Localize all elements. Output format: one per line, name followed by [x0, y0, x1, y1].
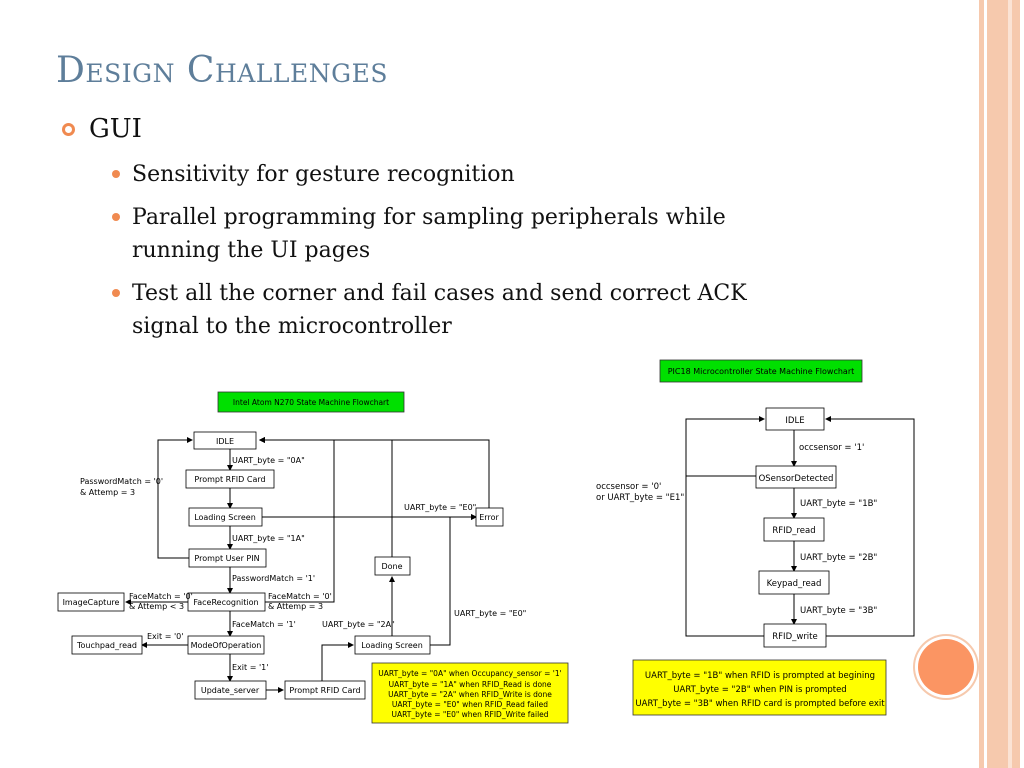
pic18-note-line: UART_byte = "1B" when RFID is prompted a…	[645, 671, 875, 681]
intel-node-error	[475, 507, 504, 527]
dot-bullet-icon	[112, 213, 120, 221]
pic18-node-idle-label: IDLE	[785, 416, 804, 426]
sub-bullet-text: Parallel programming for sampling periph…	[132, 205, 726, 263]
sub-bullet-item: Test all the corner and fail cases and s…	[112, 277, 912, 343]
intel-node-prompt-pin-label: Prompt User PIN	[194, 554, 259, 563]
intel-label-exit-1: Exit = '1'	[232, 663, 268, 672]
pic18-node-rfid-write-label: RFID_write	[772, 632, 817, 642]
pic18-node-idle	[765, 407, 825, 431]
intel-node-loading-screen	[188, 507, 263, 527]
slide-title: Design Challenges	[56, 50, 388, 91]
intel-node-prompt-rfid	[185, 469, 275, 489]
sub-bullet-item: Sensitivity for gesture recognition	[112, 158, 912, 191]
dot-bullet-icon	[112, 170, 120, 178]
intel-node-touchpad-read-label: Touchpad_read	[76, 641, 137, 650]
intel-node-loading-screen-2	[354, 635, 431, 655]
pic18-node-rfid-read	[763, 517, 825, 542]
intel-node-done-label: Done	[381, 562, 402, 571]
intel-label-uart-1a: UART_byte = "1A"	[232, 534, 305, 543]
intel-node-prompt-pin	[188, 548, 267, 568]
pic18-label-occ-1: occsensor = '1'	[799, 443, 864, 453]
pic18-label-uart-3b: UART_byte = "3B"	[800, 606, 877, 616]
pic18-flowchart: PIC18 Microcontroller State Machine Flow…	[596, 359, 915, 716]
intel-note-line: UART_byte = "0A" when Occupancy_sensor =…	[378, 669, 561, 678]
pic18-node-keypad-read-label: Keypad_read	[767, 579, 822, 589]
sub-bullet-list: Sensitivity for gesture recognition Para…	[112, 158, 912, 353]
intel-node-prompt-rfid-label: Prompt RFID Card	[194, 475, 265, 484]
decorative-circle	[918, 639, 974, 695]
intel-chart-title: Intel Atom N270 State Machine Flowchart	[233, 398, 389, 407]
intel-label-uart-0a: UART_byte = "0A"	[232, 456, 305, 465]
intel-node-idle-label: IDLE	[216, 437, 234, 446]
intel-flowchart: Intel Atom N270 State Machine Flowchart	[57, 391, 569, 724]
pic18-label-uart-2b: UART_byte = "2B"	[800, 553, 877, 563]
pic18-chart-title: PIC18 Microcontroller State Machine Flow…	[668, 367, 855, 376]
intel-note-line: UART_byte = "2A" when RFID_Write is done	[388, 690, 552, 699]
intel-label-face-0-right: FaceMatch = '0'	[268, 592, 332, 601]
intel-node-done	[374, 556, 411, 576]
intel-node-mode-of-operation-label: ModeOfOperation	[191, 641, 262, 650]
intel-label-pwd-match-0: PasswordMatch = '0'	[80, 477, 163, 486]
sub-bullet-text: Sensitivity for gesture recognition	[132, 162, 515, 187]
intel-note-line: UART_byte = "E0" when RFID_Read failed	[392, 700, 548, 709]
pic18-label-or-e1: or UART_byte = "E1"	[596, 493, 684, 503]
intel-label-attemp-3-left: & Attemp = 3	[80, 488, 135, 497]
intel-node-image-capture-label: ImageCapture	[63, 598, 120, 607]
intel-node-touchpad-read	[71, 635, 143, 655]
intel-note-line: UART_byte = "E0" when RFID_Write failed	[391, 710, 548, 719]
pic18-node-osensor	[755, 465, 837, 489]
intel-label-uart-e0-top: UART_byte = "E0"	[404, 503, 476, 512]
intel-node-face-recognition	[187, 592, 266, 612]
intel-node-update-server-label: Update_server	[201, 686, 260, 695]
pic18-label-occ-0: occsensor = '0'	[596, 482, 661, 492]
intel-node-error-label: Error	[479, 513, 499, 522]
intel-node-mode-of-operation	[187, 635, 265, 655]
intel-node-image-capture	[57, 592, 125, 612]
intel-node-prompt-rfid-2	[284, 680, 366, 700]
pic18-note-box	[632, 659, 887, 716]
pic18-chart-title-box	[659, 359, 863, 383]
slide-edge-stripes	[976, 0, 1024, 768]
sub-bullet-text: Test all the corner and fail cases and s…	[132, 281, 747, 339]
intel-node-idle	[193, 431, 257, 450]
pic18-connectors	[685, 416, 915, 637]
pic18-node-rfid-write	[763, 623, 827, 648]
intel-node-loading-screen-2-label: Loading Screen	[361, 641, 423, 650]
intel-node-prompt-rfid-2-label: Prompt RFID Card	[289, 686, 360, 695]
intel-node-update-server	[194, 680, 267, 700]
circle-bullet-icon	[62, 122, 75, 136]
intel-node-loading-screen-label: Loading Screen	[194, 513, 256, 522]
sub-bullet-item: Parallel programming for sampling periph…	[112, 201, 912, 267]
pic18-label-uart-1b: UART_byte = "1B"	[800, 499, 877, 509]
intel-label-attemp-3-right: & Attemp = 3	[268, 602, 323, 611]
intel-label-uart-e0-right: UART_byte = "E0"	[454, 609, 526, 618]
pic18-node-keypad-read	[758, 570, 830, 595]
pic18-node-osensor-label: OSensorDetected	[759, 474, 834, 484]
pic18-note-line: UART_byte = "3B" when RFID card is promp…	[635, 699, 885, 709]
intel-chart-title-box	[217, 391, 405, 413]
intel-label-attemp-lt3: & Attemp < 3	[129, 602, 184, 611]
bullet-gui-text: GUI	[89, 114, 142, 144]
intel-node-face-recognition-label: FaceRecognition	[193, 598, 258, 607]
intel-label-uart-2a: UART_byte = "2A"	[322, 620, 395, 629]
intel-label-face-1: FaceMatch = '1'	[232, 620, 296, 629]
intel-label-pwd-match-1: PasswordMatch = '1'	[232, 574, 315, 583]
intel-label-face-0-left: FaceMatch = '0'	[129, 592, 193, 601]
intel-note-line: UART_byte = "1A" when RFID_Read is done	[389, 680, 552, 689]
pic18-note-line: UART_byte = "2B" when PIN is prompted	[673, 685, 846, 695]
pic18-node-rfid-read-label: RFID_read	[772, 526, 815, 536]
dot-bullet-icon	[112, 289, 120, 297]
intel-label-exit-0: Exit = '0'	[147, 632, 183, 641]
intel-connectors	[125, 437, 490, 693]
intel-note-box	[371, 662, 569, 724]
bullet-gui: GUI	[62, 114, 142, 144]
